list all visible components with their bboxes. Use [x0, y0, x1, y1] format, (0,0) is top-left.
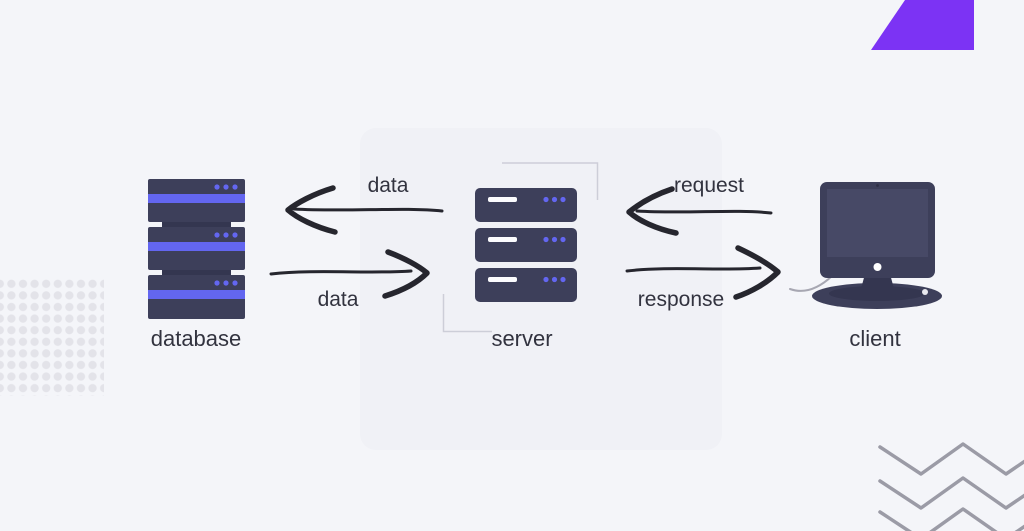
node-label-client: client: [849, 326, 901, 351]
database-icon: [148, 179, 245, 319]
node-label-server: server: [491, 326, 553, 351]
edge-label-data-top: data: [367, 174, 409, 197]
edge-label-request: request: [673, 174, 745, 197]
edge-label-response: response: [637, 288, 725, 311]
client-icon: [789, 182, 942, 309]
dots-grid-decoration: [0, 278, 104, 396]
triangle-decoration: [871, 0, 974, 50]
server-icon: [475, 188, 577, 302]
edge-label-data-bottom: data: [317, 288, 359, 311]
node-label-database: database: [150, 326, 242, 351]
zigzag-decoration: [878, 442, 1024, 531]
